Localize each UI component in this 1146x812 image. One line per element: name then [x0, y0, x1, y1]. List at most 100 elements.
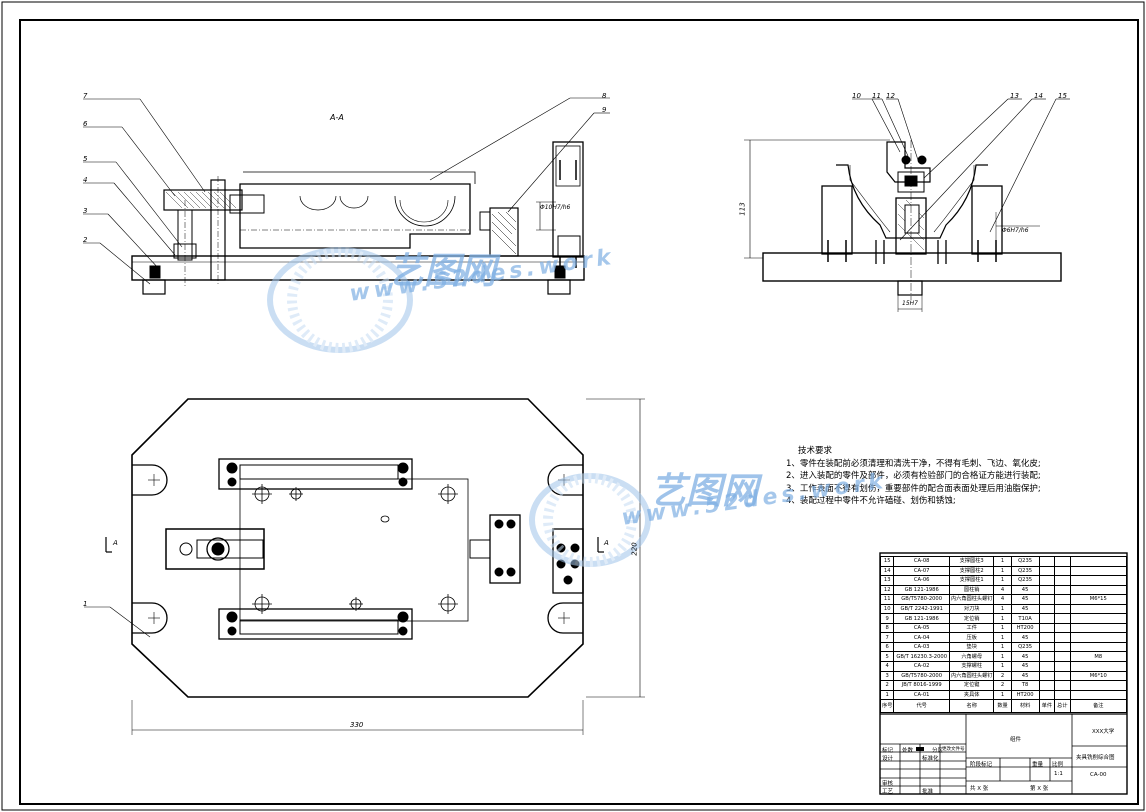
callout-9: 9: [602, 106, 607, 114]
bom-note: [1069, 565, 1128, 577]
inner-border: [19, 19, 1139, 805]
drawing-name: 夹具铣削综合图: [1076, 755, 1115, 761]
bom-qty: 2: [993, 670, 1012, 682]
bom-h-unit: 单件: [1038, 699, 1056, 714]
bom-name: 工件: [948, 622, 995, 634]
bom-qty: 1: [993, 565, 1012, 577]
bom-unit: [1038, 575, 1056, 586]
bom-total: [1054, 680, 1071, 691]
bom-unit: [1038, 603, 1056, 615]
watermark-brand-1: 艺图网: [388, 251, 497, 292]
bom-code: GB/T5780-2000: [893, 670, 950, 682]
standardize-label: 标准化: [922, 756, 939, 762]
bom-qty: 1: [993, 622, 1012, 634]
bom-code: GB/T 16230.3-2000: [893, 651, 950, 662]
stage-mark: 阶段标记: [970, 762, 993, 768]
bom-h-name: 名称: [948, 699, 995, 714]
bom-name: 对刀块: [948, 603, 995, 615]
bom-qty: 1: [993, 641, 1012, 653]
bom-no: 6: [879, 641, 895, 653]
bom-unit: [1038, 680, 1056, 691]
bom-no: 15: [879, 556, 895, 567]
bom-code: CA-05: [893, 622, 950, 634]
rev-zone: 分区: [932, 748, 944, 754]
bom-no: 9: [879, 613, 895, 624]
watermark-brand-2: 艺图网: [650, 471, 759, 512]
approve-label: 批准: [922, 789, 934, 795]
bom-code: GB/T 2242-1991: [893, 603, 950, 615]
rev-doc: 更改文件号: [942, 747, 965, 752]
watermark-logo: [267, 247, 651, 567]
bom-unit: [1038, 613, 1056, 624]
bom-unit: [1038, 594, 1056, 605]
bom-name: 圆柱销: [948, 584, 995, 596]
bom-name: 支撑螺柱: [948, 661, 995, 672]
bom-total: [1054, 661, 1071, 672]
bom-code: JB/T 8016-1999: [893, 680, 950, 691]
bom-no: 2: [879, 680, 895, 691]
bom-total: [1054, 613, 1071, 624]
bom-note: [1069, 622, 1128, 634]
callout-12: 12: [886, 92, 895, 100]
bom-code: GB 121-1986: [893, 584, 950, 596]
bom-code: CA-02: [893, 661, 950, 672]
bom-h-total: 总计: [1054, 699, 1071, 714]
bom-total: [1054, 622, 1071, 634]
tech-requirements-title: 技术要求: [798, 446, 833, 456]
callout-2: 2: [83, 236, 88, 244]
bom-no: 7: [879, 632, 895, 643]
bom-total: [1054, 603, 1071, 615]
callout-1: 1: [83, 600, 88, 608]
bom-no: 3: [879, 670, 895, 682]
rev-mark: 标记: [882, 748, 894, 754]
bom-note: [1069, 632, 1128, 643]
bom-qty: 1: [993, 661, 1012, 672]
bom-no: 13: [879, 575, 895, 586]
bom-note: M6*15: [1069, 594, 1128, 605]
bom-mat: 45: [1010, 651, 1040, 662]
dim-depth: 220: [630, 542, 639, 556]
bom-note: [1069, 575, 1128, 586]
plan-view: [84, 398, 645, 735]
bom-unit: [1038, 565, 1056, 577]
bom-total: [1054, 651, 1071, 662]
callout-14: 14: [1034, 92, 1043, 100]
bom-no: 10: [879, 603, 895, 615]
dim-fit-left: Φ10H7/h6: [540, 204, 571, 211]
bom-qty: 4: [993, 594, 1012, 605]
bom-no: 4: [879, 661, 895, 672]
section-view-aa: [131, 141, 585, 295]
bom-qty: 1: [993, 575, 1012, 586]
bom-name: 支撑圆柱1: [948, 575, 995, 586]
bom-qty: 1: [993, 651, 1012, 662]
bom-mat: 45: [1010, 603, 1040, 615]
callout-6: 6: [83, 120, 88, 128]
bom-unit: [1038, 584, 1056, 596]
tech-requirements: 技术要求 1、零件在装配前必须清理和清洗干净，不得有毛刺、飞边、氧化皮; 2、进…: [786, 445, 1086, 508]
callout-3: 3: [83, 207, 88, 215]
tech-requirement-3: 3、工作表面不得有划伤，重要部件的配合面表面处理后用油脂保护;: [786, 483, 1041, 494]
section-label: A-A: [330, 113, 344, 122]
bom-unit: [1038, 641, 1056, 653]
bom-h-note: 备注: [1069, 699, 1128, 714]
bom-note: [1069, 661, 1128, 672]
bom-total: [1054, 556, 1071, 567]
bom-note: [1069, 689, 1128, 701]
bom-no: 8: [879, 622, 895, 634]
bom-mat: HT200: [1010, 689, 1040, 701]
dim-slot: 15H7: [902, 300, 918, 307]
bom-code: CA-04: [893, 632, 950, 643]
leaders-right: [852, 98, 1070, 241]
bom-mat: T8: [1010, 680, 1040, 691]
callout-15: 15: [1058, 92, 1067, 100]
bom-code: CA-01: [893, 689, 950, 701]
bom-mat: 45: [1010, 594, 1040, 605]
